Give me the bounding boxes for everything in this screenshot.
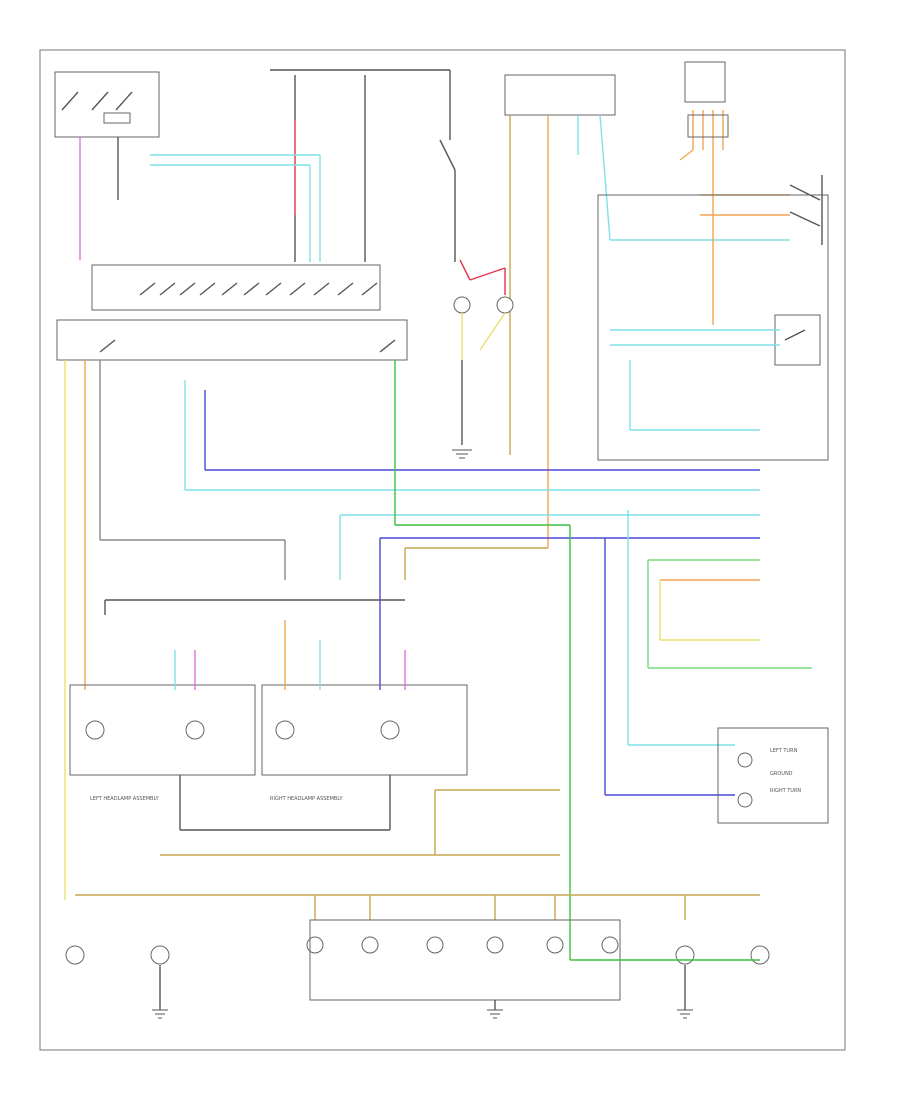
multifunction-switch [56, 264, 408, 361]
rear-lamps [65, 894, 770, 1001]
right-turn-label: RIGHT TURN [770, 788, 801, 794]
left-headlamp-assembly: LEFT HEADLAMP ASSEMBLY [69, 650, 256, 802]
turn-signal-switch [54, 71, 160, 260]
left-turn-label: LEFT TURN [770, 748, 798, 754]
right-headlamp-assembly: RIGHT HEADLAMP ASSEMBLY [261, 620, 468, 802]
ground-symbols [152, 449, 693, 1019]
fuse-feeds [270, 69, 456, 262]
right-headlamp-label: RIGHT HEADLAMP ASSEMBLY [270, 796, 343, 802]
rear-lamp-connector: LEFT TURN GROUND RIGHT TURN [717, 727, 829, 824]
body-control-module [597, 194, 829, 461]
headlamp-switch [679, 61, 823, 325]
ground-label: GROUND [770, 771, 793, 777]
hazard-indicator-lamps [453, 259, 514, 445]
hazard-flasher [504, 74, 790, 548]
junction-block [104, 599, 405, 615]
diagram-frame [39, 49, 846, 1051]
left-headlamp-label: LEFT HEADLAMP ASSEMBLY [90, 796, 160, 802]
